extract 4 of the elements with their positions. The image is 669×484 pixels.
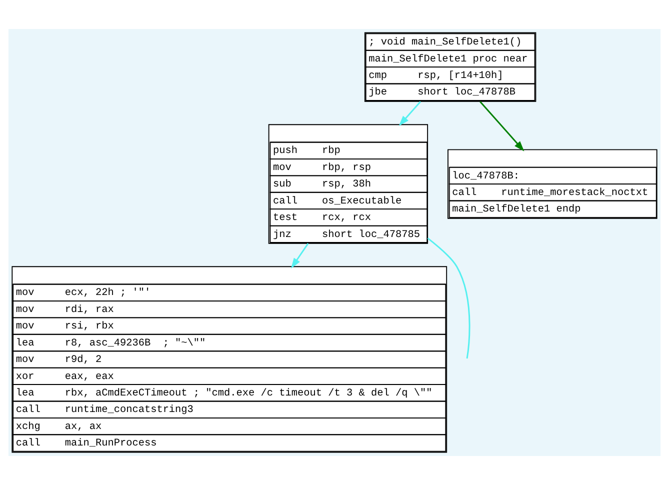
connector <box>427 237 470 358</box>
arrow <box>291 242 309 268</box>
arrow <box>398 100 422 126</box>
arrow <box>480 100 524 151</box>
